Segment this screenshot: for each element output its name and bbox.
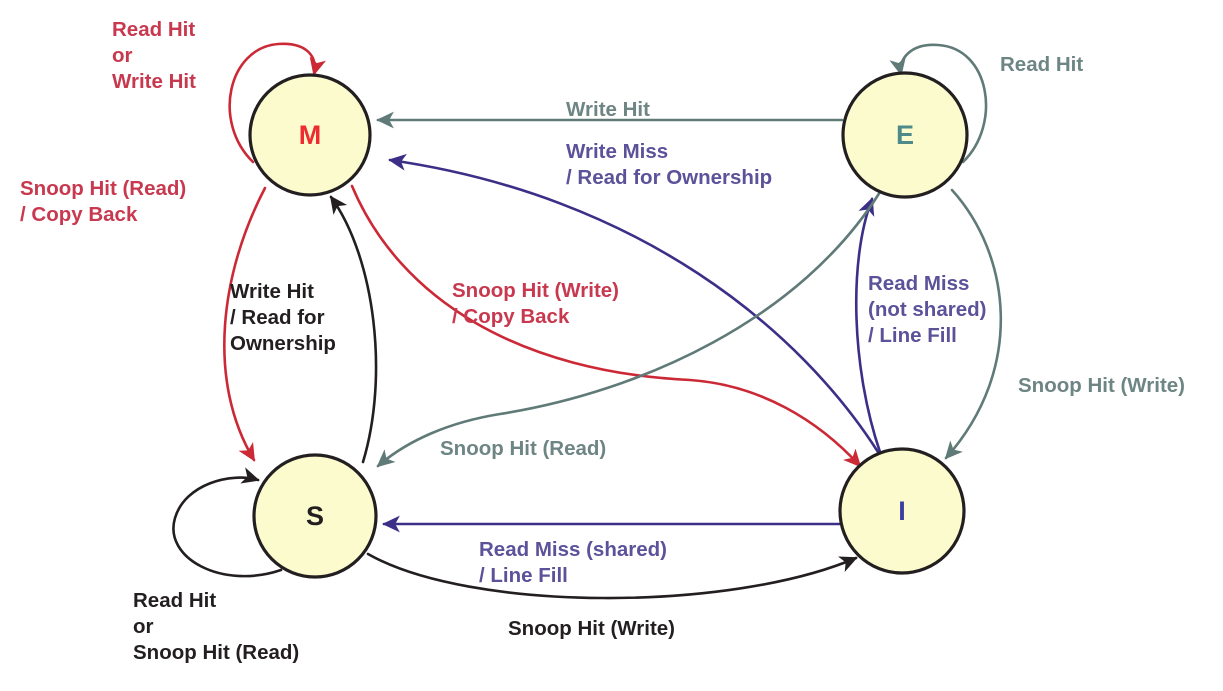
edge-label-line: Snoop Hit (Read) — [133, 641, 299, 664]
edge-label-line: Write Miss — [566, 140, 668, 163]
edge-label-line: / Copy Back — [20, 203, 138, 226]
edge-label-m-to-i: Snoop Hit (Write) / Copy Back — [452, 279, 619, 328]
edge-label-m-to-s: Snoop Hit (Read) / Copy Back — [20, 177, 186, 226]
edge-m-to-s-path — [223, 186, 267, 462]
edge-e-to-i — [944, 188, 1003, 460]
node-M-label: M — [299, 120, 322, 150]
edge-label-line: Ownership — [230, 332, 336, 355]
edge-i-to-e-path — [855, 197, 882, 454]
edge-m-to-s — [223, 186, 267, 462]
edge-label-line: / Read for Ownership — [566, 166, 772, 189]
edge-e-self-loop — [889, 43, 988, 164]
edge-label-line: Snoop Hit (Read) — [440, 437, 606, 460]
edge-label-line: / Read for — [230, 306, 325, 329]
edge-e-self-path — [889, 43, 988, 164]
edge-i-to-m-path — [388, 153, 880, 454]
edge-label-line: or — [112, 44, 133, 67]
edge-label-s-to-i: Snoop Hit (Write) — [508, 617, 675, 640]
edge-m-self-loop — [228, 42, 327, 164]
edge-label-line: Read Miss — [868, 272, 969, 295]
edge-label-e-to-s: Snoop Hit (Read) — [440, 437, 606, 460]
edge-m-to-i-path — [350, 184, 862, 468]
edge-label-line: / Line Fill — [868, 324, 957, 347]
node-I-label: I — [898, 496, 906, 526]
edge-label-line: Read Hit — [133, 589, 216, 612]
edge-label-line: Read Miss (shared) — [479, 538, 667, 561]
edge-label-i-to-e: Read Miss (not shared) / Line Fill — [868, 272, 986, 347]
node-M-circle[interactable] — [248, 73, 372, 197]
edge-label-line: Snoop Hit (Write) — [508, 617, 675, 640]
node-S[interactable]: S — [252, 453, 378, 579]
edge-e-to-s — [376, 190, 882, 468]
node-E[interactable]: E — [841, 71, 969, 199]
edge-label-e-to-m: Write Hit — [566, 98, 650, 121]
edge-label-line: Write Hit — [566, 98, 650, 121]
edge-s-self-loop — [172, 467, 283, 578]
edge-label-line: Write Hit — [230, 280, 314, 303]
edge-s-to-m — [329, 195, 378, 464]
edge-label-line: Snoop Hit (Read) — [20, 177, 186, 200]
node-S-label: S — [306, 501, 324, 531]
edge-label-line: / Copy Back — [452, 305, 570, 328]
edge-s-to-i — [366, 552, 858, 600]
edge-m-self-path — [228, 42, 327, 164]
edge-label-line: Read Hit — [1000, 53, 1083, 76]
edge-s-self-path — [172, 467, 283, 578]
edge-i-to-e — [855, 197, 882, 454]
node-I[interactable]: I — [838, 447, 966, 575]
edge-i-to-m — [388, 153, 880, 454]
edge-label-e-self: Read Hit — [1000, 53, 1083, 76]
edge-e-to-i-path — [944, 188, 1003, 460]
edge-m-to-i — [350, 184, 862, 468]
edge-label-line: / Line Fill — [479, 564, 568, 587]
node-E-label: E — [896, 120, 914, 150]
node-M[interactable]: M — [248, 73, 372, 197]
edge-label-i-to-m: Write Miss / Read for Ownership — [566, 140, 772, 189]
edge-label-line: Snoop Hit (Write) — [452, 279, 619, 302]
node-E-circle[interactable] — [841, 71, 969, 199]
edge-label-line: or — [133, 615, 154, 638]
edge-label-i-to-s: Read Miss (shared) / Line Fill — [479, 538, 667, 587]
node-I-circle[interactable] — [838, 447, 966, 575]
edge-label-line: Read Hit — [112, 18, 195, 41]
edge-e-to-s-path — [376, 190, 882, 468]
edge-label-line: (not shared) — [868, 298, 986, 321]
edge-s-to-i-path — [366, 552, 858, 600]
edge-label-e-to-i: Snoop Hit (Write) — [1018, 374, 1185, 397]
node-S-circle[interactable] — [252, 453, 378, 579]
edge-label-line: Write Hit — [112, 70, 196, 93]
edge-s-to-m-path — [329, 195, 378, 464]
edge-label-line: Snoop Hit (Write) — [1018, 374, 1185, 397]
